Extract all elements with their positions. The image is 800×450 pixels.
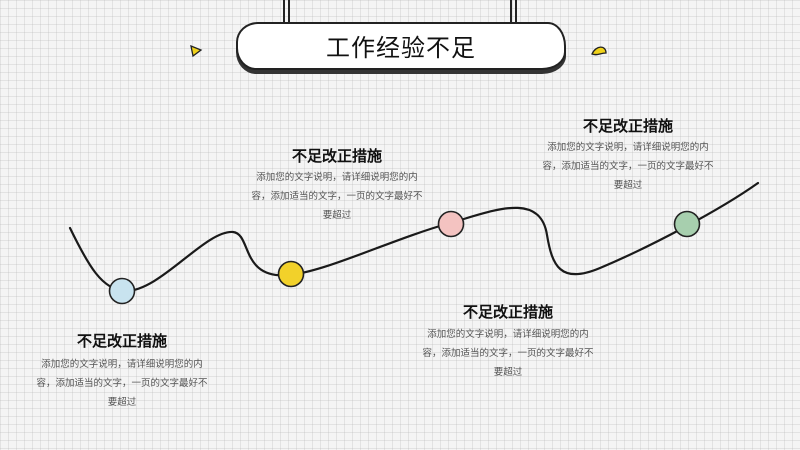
section-2-heading: 不足改正措施 bbox=[291, 147, 382, 165]
section-1-heading: 不足改正措施 bbox=[76, 332, 167, 350]
section-2-text: 添加您的文字说明，请详细说明您的内容，添加适当的文字，一页的文字最好不要超过 bbox=[251, 172, 423, 221]
section-4-heading: 不足改正措施 bbox=[582, 117, 673, 135]
title-hanger-right bbox=[510, 0, 517, 24]
section-1-text: 添加您的文字说明，请详细说明您的内容，添加适当的文字，一页的文字最好不要超过 bbox=[36, 359, 208, 408]
title-hanger-left bbox=[283, 0, 290, 24]
timeline-dot-yellow bbox=[277, 260, 305, 288]
section-3-text: 添加您的文字说明，请详细说明您的内容，添加适当的文字，一页的文字最好不要超过 bbox=[422, 329, 594, 378]
decor-leaf-icon bbox=[591, 46, 607, 56]
section-4-text: 添加您的文字说明，请详细说明您的内容，添加适当的文字，一页的文字最好不要超过 bbox=[542, 142, 714, 191]
title-frame bbox=[236, 22, 566, 70]
timeline-curve bbox=[68, 181, 760, 293]
decor-triangle-icon bbox=[190, 44, 203, 58]
page-title: 工作经验不足 bbox=[326, 34, 476, 62]
timeline-dot-blue bbox=[108, 277, 136, 305]
section-3-heading: 不足改正措施 bbox=[462, 303, 553, 321]
timeline-dot-pink bbox=[437, 210, 465, 238]
timeline-dot-green bbox=[673, 210, 701, 238]
